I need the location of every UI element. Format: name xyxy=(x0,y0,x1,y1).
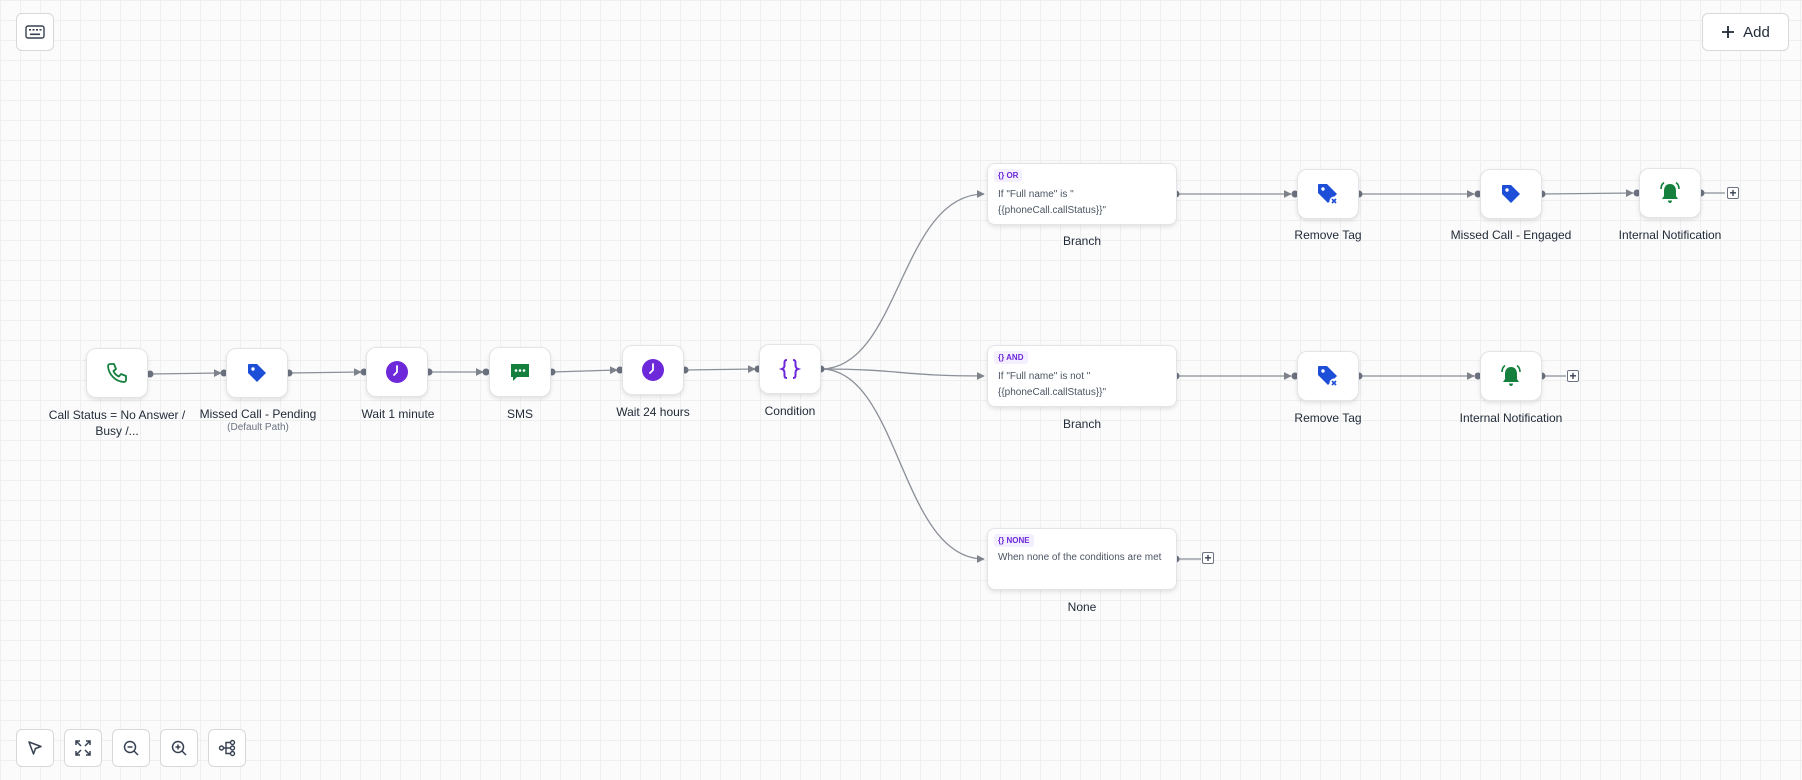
branch-node-or[interactable]: {} OR If "Full name" is " {{phoneCall.ca… xyxy=(987,163,1177,225)
remove-tag-node[interactable] xyxy=(1297,351,1359,401)
internal-notification-node[interactable] xyxy=(1639,168,1701,218)
clock-icon xyxy=(642,359,664,381)
select-tool-button[interactable] xyxy=(16,729,54,767)
branch-badge-text: AND xyxy=(1006,353,1024,362)
edge xyxy=(551,366,618,375)
wait-node-1-minute[interactable] xyxy=(366,347,428,397)
condition-line: If "Full name" is not " xyxy=(998,371,1091,382)
branch-badge-text: NONE xyxy=(1006,536,1030,545)
branch-label: None xyxy=(1067,600,1097,614)
branch-badge: {} NONE xyxy=(994,534,1034,547)
sms-node[interactable] xyxy=(489,347,551,397)
clock-icon xyxy=(386,361,408,383)
add-step-button[interactable]: + xyxy=(1567,370,1579,382)
bell-icon xyxy=(1501,364,1521,386)
node-label: Wait 24 hours xyxy=(616,405,690,419)
node-label-text: Missed Call - Pending xyxy=(199,407,317,421)
sms-icon xyxy=(511,364,529,381)
branch-condition-text: When none of the conditions are met xyxy=(998,550,1170,566)
trigger-node-call-status[interactable] xyxy=(86,348,148,398)
edge xyxy=(288,368,362,376)
edge xyxy=(1541,189,1634,197)
plus-icon xyxy=(1722,26,1735,38)
fit-view-icon xyxy=(75,740,91,756)
edge xyxy=(820,368,985,563)
tag-remove-icon xyxy=(1318,366,1339,388)
auto-layout-icon xyxy=(218,739,236,757)
branch-label: Branch xyxy=(1062,234,1102,248)
add-node-button[interactable]: Add xyxy=(1702,13,1789,51)
tag-icon xyxy=(248,364,266,382)
node-label: Wait 1 minute xyxy=(361,407,435,421)
condition-line: When none of the conditions are met xyxy=(998,552,1162,563)
add-step-button[interactable]: + xyxy=(1202,552,1214,564)
remove-tag-node[interactable] xyxy=(1297,169,1359,219)
branch-condition-text: If "Full name" is not " {{phoneCall.call… xyxy=(998,369,1170,401)
branch-badge: {} AND xyxy=(994,351,1028,364)
node-label: Condition xyxy=(764,404,816,418)
wait-node-24-hours[interactable] xyxy=(622,345,684,395)
branch-badge-text: OR xyxy=(1006,171,1019,180)
internal-notification-node[interactable] xyxy=(1480,351,1542,401)
node-label: Missed Call - Engaged xyxy=(1450,228,1572,242)
bell-icon xyxy=(1660,181,1680,203)
zoom-in-icon xyxy=(171,740,187,756)
action-node-add-tag[interactable] xyxy=(226,348,288,398)
auto-layout-button[interactable] xyxy=(208,729,246,767)
edge xyxy=(820,368,985,380)
add-tag-node-engaged[interactable] xyxy=(1480,169,1542,219)
branch-label: Branch xyxy=(1062,417,1102,431)
edge xyxy=(820,190,985,370)
pointer-icon xyxy=(28,741,42,755)
zoom-out-icon xyxy=(123,740,139,756)
branch-node-and[interactable]: {} AND If "Full name" is not " {{phoneCa… xyxy=(987,345,1177,407)
node-label: Missed Call - Pending (Default Path) xyxy=(188,406,328,434)
node-label: Remove Tag xyxy=(1294,411,1362,425)
add-step-button[interactable]: + xyxy=(1727,187,1739,199)
edge xyxy=(684,365,756,373)
condition-node[interactable] xyxy=(759,344,821,394)
node-label: Internal Notification xyxy=(1618,228,1722,242)
branch-badge: {} OR xyxy=(994,169,1023,182)
tag-remove-icon xyxy=(1318,184,1339,206)
node-sublabel: (Default Path) xyxy=(227,422,289,433)
keyboard-shortcuts-button[interactable] xyxy=(16,13,54,51)
add-button-label: Add xyxy=(1743,23,1770,41)
braces-icon xyxy=(778,359,802,379)
zoom-out-button[interactable] xyxy=(112,729,150,767)
branch-node-none[interactable]: {} NONE When none of the conditions are … xyxy=(987,528,1177,590)
condition-line: If "Full name" is " xyxy=(998,189,1074,200)
zoom-in-button[interactable] xyxy=(160,729,198,767)
condition-line: {{phoneCall.callStatus}}" xyxy=(998,387,1107,398)
phone-icon xyxy=(107,363,127,383)
fit-view-button[interactable] xyxy=(64,729,102,767)
node-label: SMS xyxy=(506,407,533,421)
condition-line: {{phoneCall.callStatus}}" xyxy=(998,205,1107,216)
tag-icon xyxy=(1502,185,1520,203)
branch-condition-text: If "Full name" is " {{phoneCall.callStat… xyxy=(998,187,1170,219)
node-label: Call Status = No Answer / Busy /... xyxy=(48,408,186,438)
edge xyxy=(149,369,222,377)
node-label: Internal Notification xyxy=(1459,411,1563,425)
keyboard-icon xyxy=(25,25,45,39)
node-label: Remove Tag xyxy=(1294,228,1362,242)
